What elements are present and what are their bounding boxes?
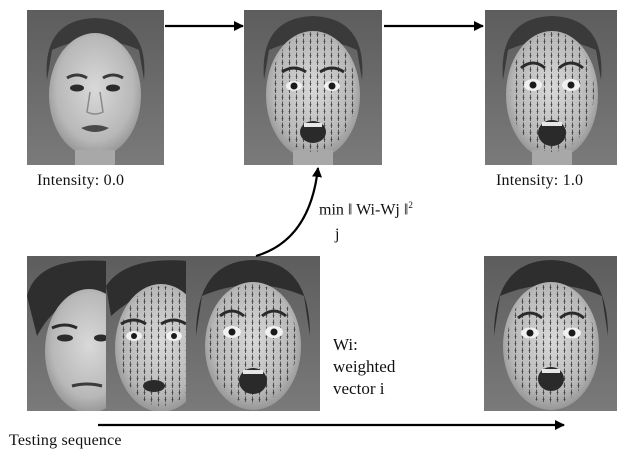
end-intensity-label: Intensity: 1.0: [496, 172, 584, 189]
training-face-full: [485, 10, 617, 165]
training-face-neutral: [27, 10, 164, 165]
min-distance-formula: min ‖ Wi-Wj ‖2: [319, 200, 413, 219]
formula-exponent: 2: [408, 200, 413, 210]
weighted-note-line1: Wi:: [333, 335, 358, 354]
result-face: [484, 256, 617, 411]
training-face-mid: [244, 10, 382, 165]
testing-face-apex: [186, 256, 320, 411]
weighted-note-line2: weighted: [333, 357, 396, 376]
weighted-vector-note: Wi: weighted vector i: [333, 334, 395, 400]
testing-face-neutral: [27, 256, 107, 411]
formula-subscript: j: [335, 226, 340, 243]
arrow-match-curve: [255, 167, 322, 258]
testing-face-onset: [106, 256, 188, 411]
testing-sequence-label: Testing sequence: [9, 432, 122, 449]
weighted-note-line3: vector i: [333, 379, 385, 398]
start-intensity-label: Intensity: 0.0: [37, 172, 125, 189]
formula-text: min ‖ Wi-Wj ‖: [319, 201, 409, 219]
